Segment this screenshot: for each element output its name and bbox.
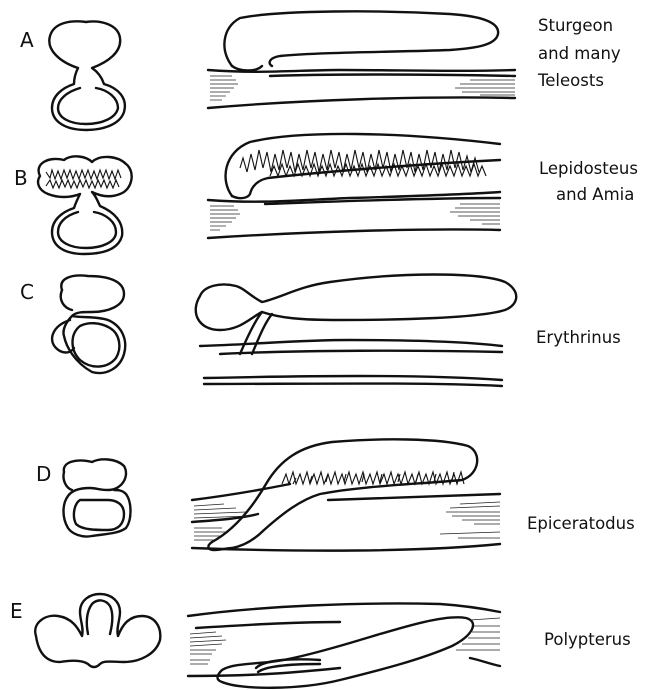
caption-e: Polypterus — [544, 630, 631, 649]
row-letter-c: C — [20, 280, 34, 304]
lateral-view-c — [196, 275, 517, 387]
row-d: D Epiceratodus — [36, 439, 635, 550]
cross-section-c — [52, 276, 125, 374]
caption-a-line-3: Teleosts — [537, 71, 604, 90]
caption-d: Epiceratodus — [527, 514, 635, 533]
row-letter-d: D — [36, 462, 51, 486]
caption-b-line-2: and Amia — [556, 185, 634, 204]
row-letter-e: E — [10, 599, 23, 623]
lateral-view-a — [208, 11, 515, 108]
lateral-view-e — [188, 604, 500, 688]
lateral-view-d — [192, 439, 500, 550]
caption-c-line-1: Erythrinus — [536, 328, 621, 347]
cross-section-e — [35, 594, 160, 667]
caption-c: Erythrinus — [536, 328, 621, 347]
row-letter-b: B — [14, 166, 28, 190]
caption-a: Sturgeon and many Teleosts — [537, 16, 621, 90]
cross-section-a — [49, 21, 125, 130]
caption-a-line-2: and many — [538, 44, 621, 63]
cross-section-d — [63, 459, 130, 536]
caption-e-line-1: Polypterus — [544, 630, 631, 649]
row-c: C Erythrinus — [20, 275, 621, 387]
row-b: B Lepidosteus and Amia — [14, 134, 638, 254]
row-e: E Polypterus — [10, 594, 631, 688]
caption-b: Lepidosteus and Amia — [539, 159, 638, 204]
caption-b-line-1: Lepidosteus — [539, 159, 638, 178]
lateral-view-b — [208, 134, 500, 238]
cross-section-b — [38, 156, 132, 254]
caption-d-line-1: Epiceratodus — [527, 514, 635, 533]
row-letter-a: A — [20, 28, 34, 52]
caption-a-line-1: Sturgeon — [538, 16, 613, 35]
row-a: A Sturgeon and many Teleosts — [20, 11, 621, 130]
